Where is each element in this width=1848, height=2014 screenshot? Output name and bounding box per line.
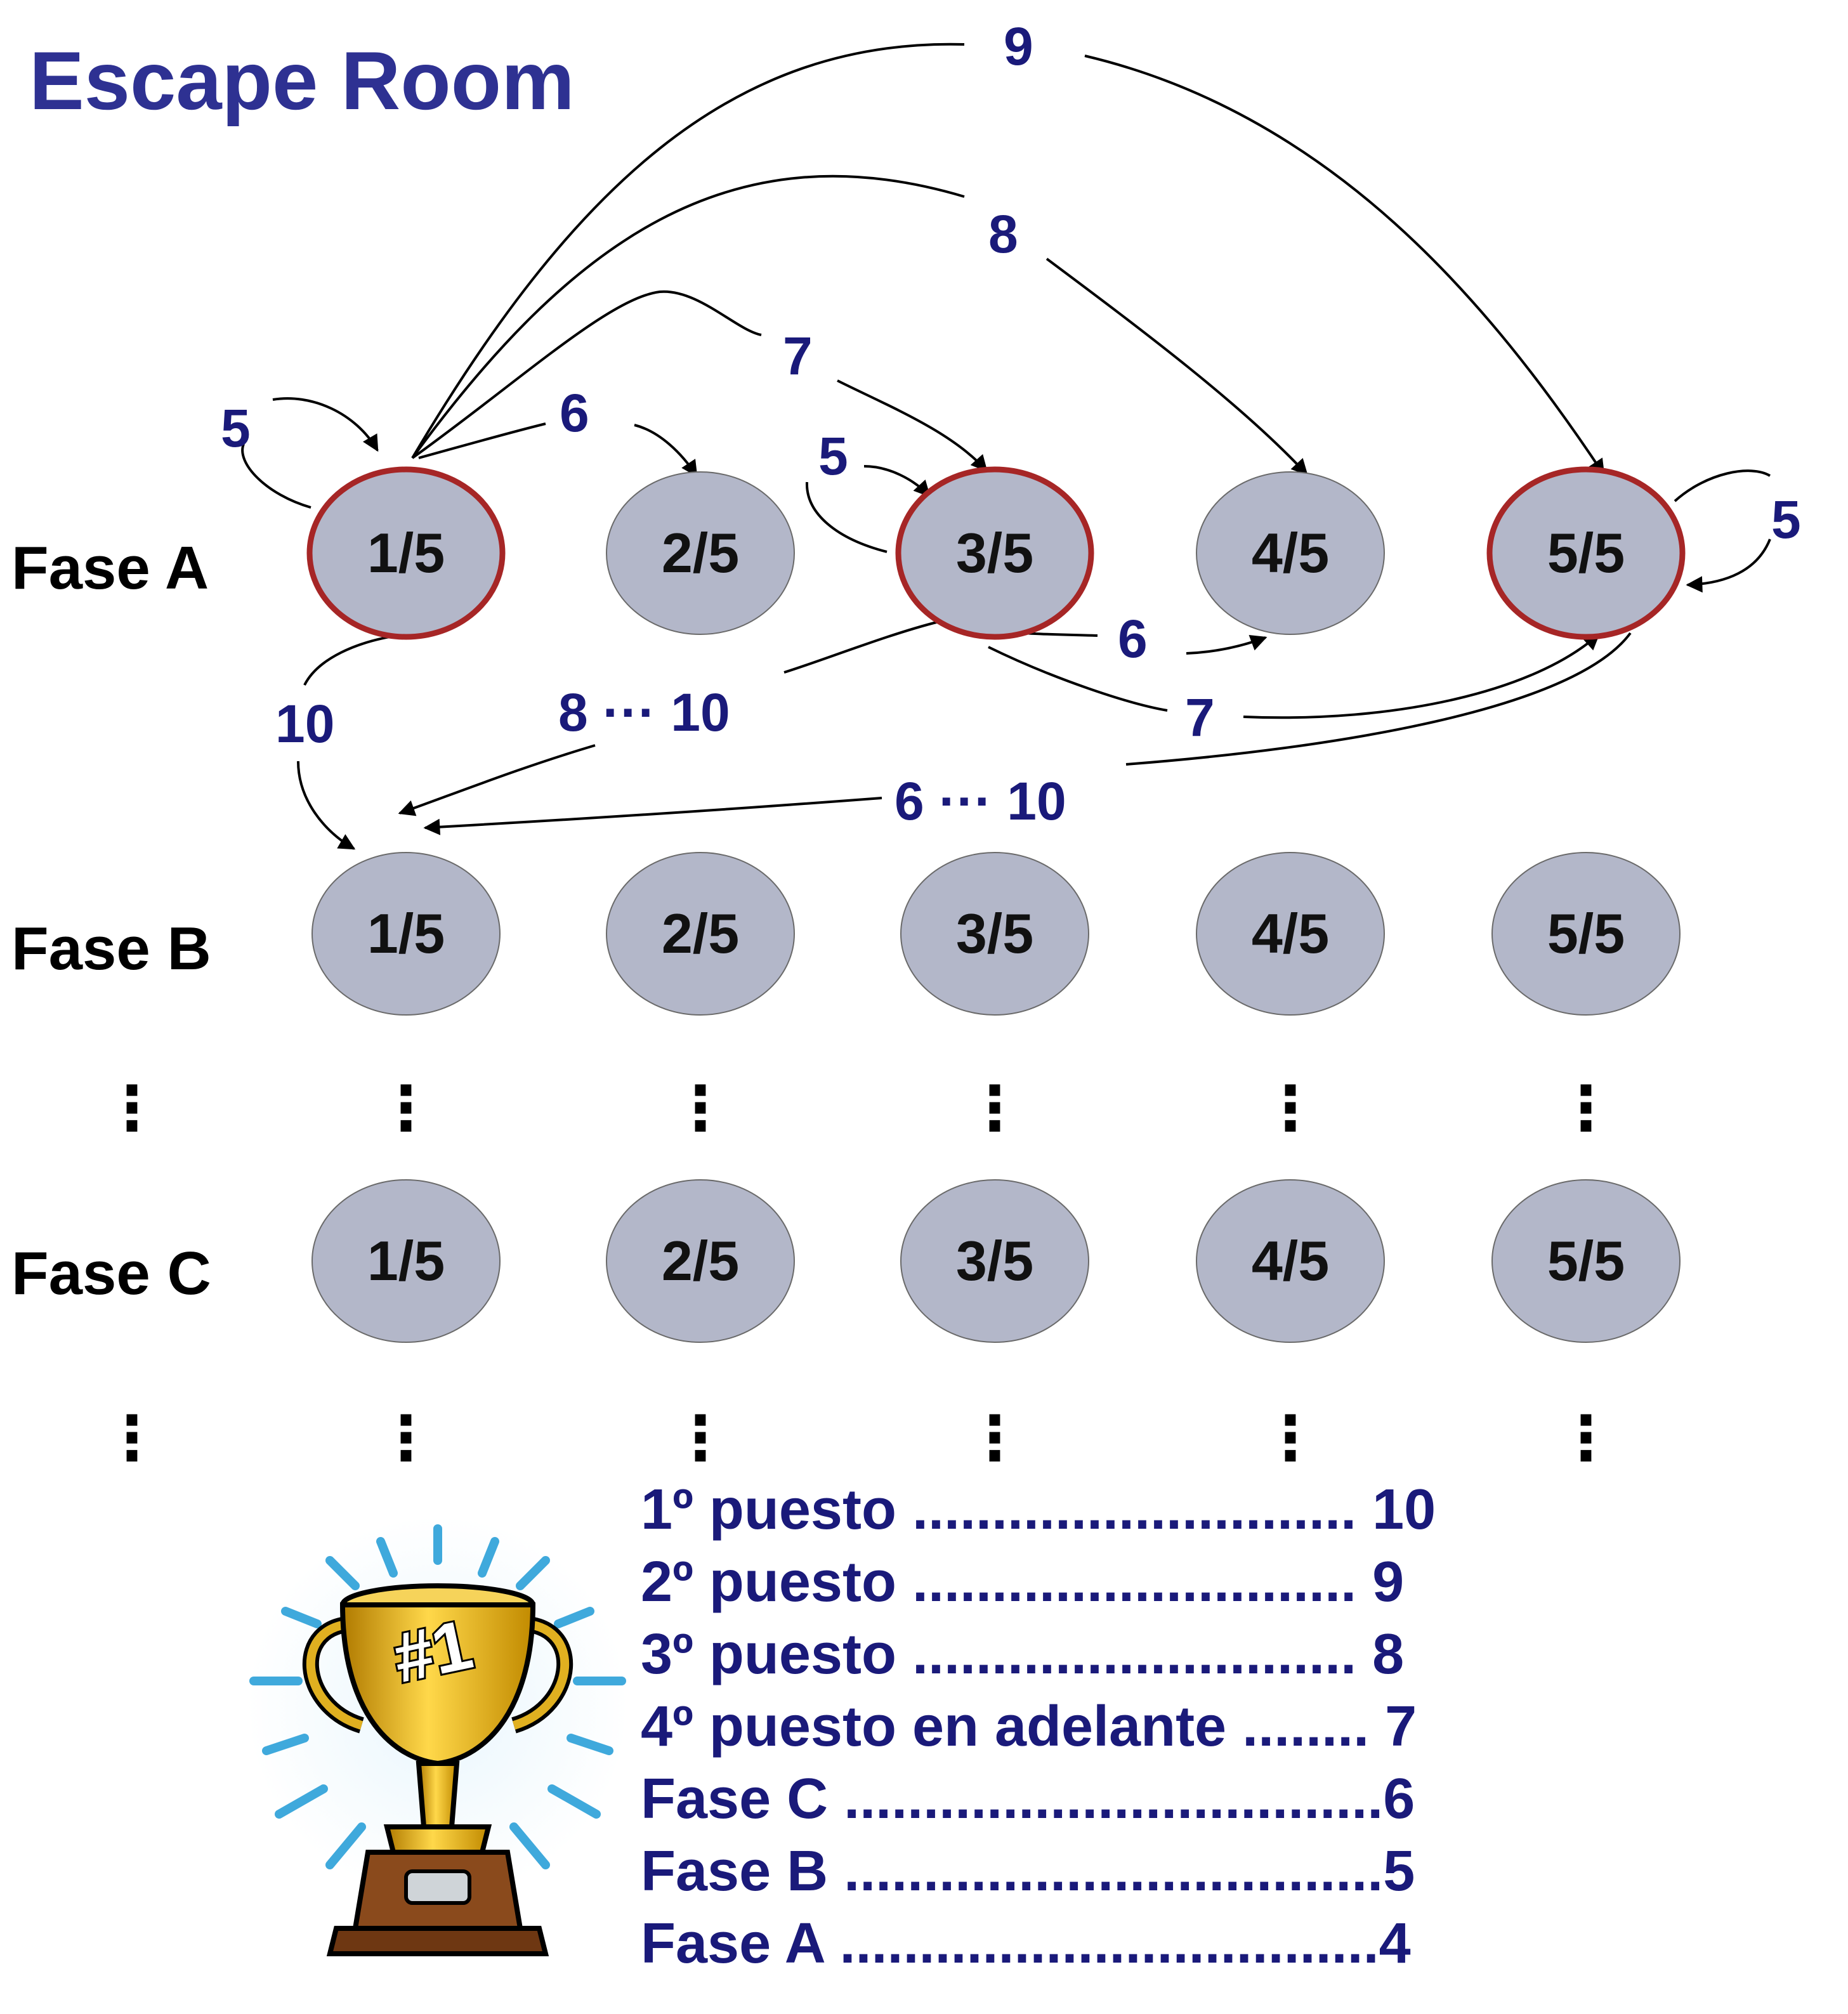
ellipsis-icon: ⋮ bbox=[1556, 1075, 1616, 1142]
node-b3: 3/5 bbox=[900, 852, 1089, 1016]
node-label: 4/5 bbox=[1252, 1229, 1329, 1292]
node-c1: 1/5 bbox=[311, 1179, 501, 1343]
edge-a5-self-arrow bbox=[1686, 539, 1771, 593]
node-a5: 5/5 bbox=[1486, 466, 1686, 640]
ellipsis-icon: ⋮ bbox=[1556, 1404, 1616, 1472]
edge-label: 8 ··· 10 bbox=[558, 683, 730, 742]
node-label: 2/5 bbox=[662, 902, 739, 965]
edge-label: 9 bbox=[1004, 16, 1033, 76]
edge-label: 7 bbox=[1185, 688, 1215, 747]
transition-arrows bbox=[241, 43, 1771, 850]
ellipsis-icon: ⋮ bbox=[376, 1075, 436, 1142]
node-b2: 2/5 bbox=[606, 852, 795, 1016]
score-line: 2º puesto ............................ 9 bbox=[641, 1550, 1404, 1614]
phase-label-b: Fase B bbox=[11, 915, 211, 983]
edge-a1-self-arrow bbox=[272, 397, 379, 452]
ellipsis-icon: ⋮ bbox=[964, 1075, 1025, 1142]
edge-a1-a5-arrow bbox=[1084, 55, 1605, 476]
score-line: Fase A .................................… bbox=[641, 1912, 1411, 1975]
edge-label: 6 ··· 10 bbox=[895, 771, 1066, 831]
node-label: 2/5 bbox=[662, 521, 739, 584]
phase-label-a: Fase A bbox=[11, 534, 209, 602]
node-label: 5/5 bbox=[1547, 902, 1625, 965]
edge-label: 6 bbox=[560, 383, 589, 443]
edge-a1-self bbox=[241, 443, 311, 509]
node-a1: 1/5 bbox=[306, 466, 506, 640]
edge-a1-a4-arrow bbox=[1045, 258, 1308, 476]
node-a4: 4/5 bbox=[1196, 471, 1385, 635]
edge-a1-a3-arrow bbox=[837, 379, 988, 472]
ellipsis-icon: ⋮ bbox=[964, 1404, 1025, 1472]
ellipsis-icon: ⋮ bbox=[1260, 1404, 1321, 1472]
edge-a3-b1-arrow bbox=[398, 744, 596, 816]
phase-nodes: 1/5 2/5 3/5 4/5 5/5 1/5 2/5 3/5 bbox=[306, 466, 1686, 1343]
score-line: 4º puesto en adelante ........ 7 bbox=[641, 1695, 1417, 1758]
edge-label: 5 bbox=[1771, 490, 1801, 549]
edge-a5-b1-arrow bbox=[423, 797, 882, 835]
node-label: 4/5 bbox=[1252, 902, 1329, 965]
score-line: Fase C .................................… bbox=[641, 1767, 1415, 1831]
edge-label: 10 bbox=[275, 694, 334, 754]
edge-a5-self bbox=[1674, 469, 1771, 502]
node-label: 3/5 bbox=[956, 902, 1033, 965]
phase-label-c: Fase C bbox=[11, 1239, 211, 1307]
node-label: 3/5 bbox=[956, 1229, 1033, 1292]
edge-a5-b1 bbox=[1125, 632, 1632, 766]
edge-label: 5 bbox=[221, 398, 251, 458]
node-label: 3/5 bbox=[956, 521, 1033, 584]
ellipsis-icon: ⋮ bbox=[670, 1404, 731, 1472]
node-c5: 5/5 bbox=[1491, 1179, 1681, 1343]
edge-a1-b1 bbox=[303, 633, 407, 686]
edge-a3-a5 bbox=[988, 646, 1168, 712]
ellipsis-row: ⋮ ⋮ ⋮ ⋮ ⋮ ⋮ bbox=[102, 1404, 1616, 1472]
node-a2: 2/5 bbox=[606, 471, 795, 635]
node-c3: 3/5 bbox=[900, 1179, 1089, 1343]
edge-a3-a5-arrow bbox=[1243, 633, 1600, 719]
ellipsis-icon: ⋮ bbox=[102, 1075, 162, 1142]
node-label: 5/5 bbox=[1547, 521, 1625, 584]
ellipsis-icon: ⋮ bbox=[376, 1404, 436, 1472]
edge-a3-a4-arrow bbox=[1186, 634, 1268, 655]
trophy-text: #1 bbox=[387, 1605, 479, 1697]
edge-a3-self bbox=[805, 481, 888, 553]
node-label: 1/5 bbox=[367, 1229, 445, 1292]
edge-a1-b1-arrow bbox=[297, 761, 356, 850]
scoring-list: 1º puesto ............................ 1… bbox=[641, 1478, 1436, 1975]
edge-label: 5 bbox=[818, 426, 848, 486]
edge-a1-a2 bbox=[418, 422, 546, 459]
edge-label: 6 bbox=[1118, 609, 1148, 669]
edge-a1-a4 bbox=[411, 174, 965, 459]
node-label: 4/5 bbox=[1252, 521, 1329, 584]
score-line: 3º puesto ............................ 8 bbox=[641, 1623, 1404, 1686]
edge-label: 7 bbox=[783, 326, 813, 386]
node-label: 1/5 bbox=[367, 902, 445, 965]
edge-labels: 5 6 7 8 9 10 5 6 7 8 ··· 10 5 6 ··· 10 bbox=[221, 16, 1801, 831]
edge-a1-a2-arrow bbox=[634, 424, 698, 478]
edge-a1-a5 bbox=[411, 43, 965, 459]
page-title: Escape Room bbox=[29, 34, 575, 127]
trophy-number-one-icon: #1 bbox=[247, 1516, 628, 1956]
ellipsis-icon: ⋮ bbox=[670, 1075, 731, 1142]
score-line: 1º puesto ............................ 1… bbox=[641, 1478, 1436, 1541]
node-c4: 4/5 bbox=[1196, 1179, 1385, 1343]
score-line: Fase B .................................… bbox=[641, 1840, 1415, 1903]
ellipsis-row: ⋮ ⋮ ⋮ ⋮ ⋮ ⋮ bbox=[102, 1075, 1616, 1142]
node-b5: 5/5 bbox=[1491, 852, 1681, 1016]
node-b1: 1/5 bbox=[311, 852, 501, 1016]
edge-label: 8 bbox=[988, 204, 1018, 264]
ellipsis-icon: ⋮ bbox=[102, 1404, 162, 1472]
node-label: 5/5 bbox=[1547, 1229, 1625, 1292]
ellipsis-icon: ⋮ bbox=[1260, 1075, 1321, 1142]
node-label: 1/5 bbox=[367, 521, 445, 584]
edge-a3-b1 bbox=[783, 620, 940, 674]
node-a3: 3/5 bbox=[895, 466, 1094, 640]
node-c2: 2/5 bbox=[606, 1179, 795, 1343]
node-label: 2/5 bbox=[662, 1229, 739, 1292]
node-b4: 4/5 bbox=[1196, 852, 1385, 1016]
edge-a3-self-arrow bbox=[863, 465, 931, 497]
edge-a1-a3 bbox=[411, 290, 762, 459]
